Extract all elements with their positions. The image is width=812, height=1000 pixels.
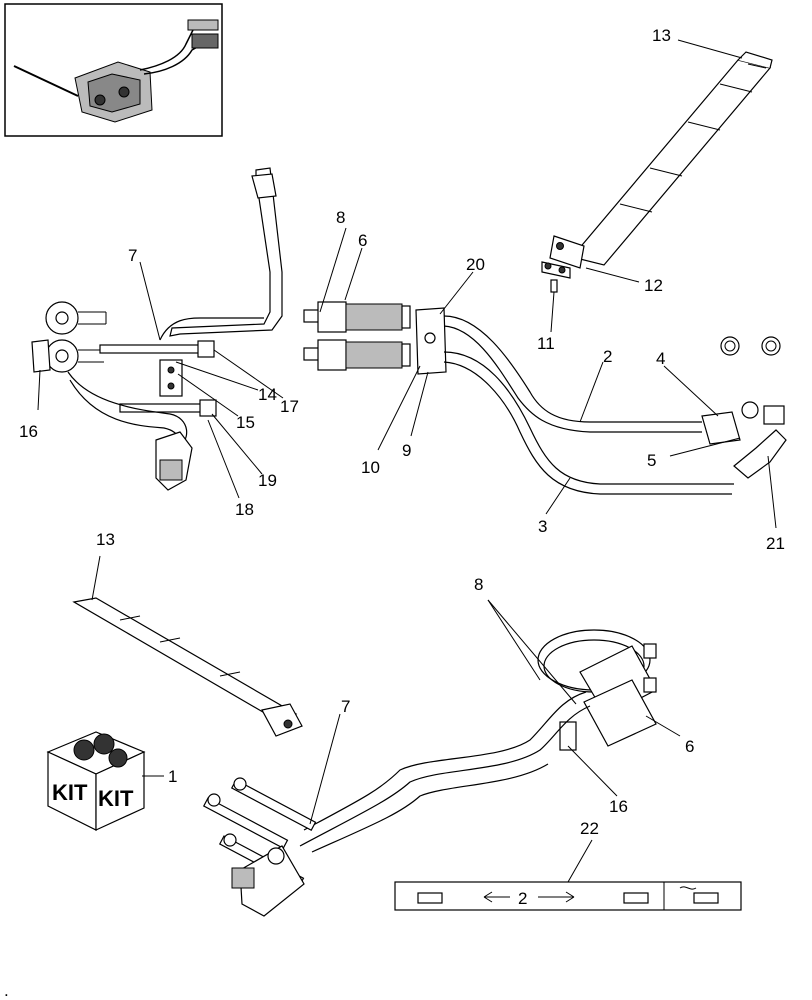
part-13-bottom-bar bbox=[72, 597, 303, 737]
part-13-top-bar bbox=[549, 51, 773, 269]
callout-13-bottom: 13 bbox=[96, 530, 115, 549]
callout-9: 9 bbox=[402, 441, 411, 460]
part-12-bracket bbox=[541, 261, 571, 279]
callout-3: 3 bbox=[538, 517, 547, 536]
callout-4: 4 bbox=[656, 349, 665, 368]
decal-22: 2 bbox=[394, 881, 742, 911]
callout-5: 5 bbox=[647, 451, 656, 470]
lower-line-assembly bbox=[202, 629, 657, 917]
callout-11: 11 bbox=[537, 334, 555, 353]
callout-12: 12 bbox=[644, 276, 663, 295]
part-11-screw bbox=[550, 279, 558, 293]
callout-16-bottom: 16 bbox=[609, 797, 628, 816]
callout-18: 18 bbox=[235, 500, 254, 519]
callout-22: 22 bbox=[580, 819, 599, 838]
callout-7-top: 7 bbox=[128, 246, 137, 265]
callout-7-bottom: 7 bbox=[341, 697, 350, 716]
callout-15: 15 bbox=[236, 413, 255, 432]
callout-6-top: 6 bbox=[358, 231, 367, 250]
callout-20: 20 bbox=[466, 255, 485, 274]
kit-box: KIT KIT bbox=[46, 731, 146, 831]
callout-19: 19 bbox=[258, 471, 277, 490]
callout-16-top: 16 bbox=[19, 422, 38, 441]
callout-14: 14 bbox=[258, 385, 277, 404]
left-bracket-assembly bbox=[31, 167, 283, 491]
footer-mark: . bbox=[4, 981, 9, 1000]
center-couplers bbox=[303, 301, 787, 495]
overview-inset bbox=[4, 3, 223, 137]
callout-8-top: 8 bbox=[336, 208, 345, 227]
kit-label-right: KIT bbox=[98, 786, 134, 811]
callout-10: 10 bbox=[361, 458, 380, 477]
callout-17: 17 bbox=[280, 397, 299, 416]
callout-13-top: 13 bbox=[652, 26, 671, 45]
callout-labels: 13 12 11 8 6 20 7 2 4 5 16 14 17 15 19 1… bbox=[4, 26, 785, 1000]
decal-center-glyph: 2 bbox=[518, 889, 527, 908]
kit-label-left: KIT bbox=[52, 780, 88, 805]
callout-1: 1 bbox=[168, 767, 177, 786]
leader-lines bbox=[37, 39, 777, 883]
callout-6-bottom: 6 bbox=[685, 737, 694, 756]
callout-21: 21 bbox=[766, 534, 785, 553]
callout-8-bottom: 8 bbox=[474, 575, 483, 594]
callout-2: 2 bbox=[603, 347, 612, 366]
